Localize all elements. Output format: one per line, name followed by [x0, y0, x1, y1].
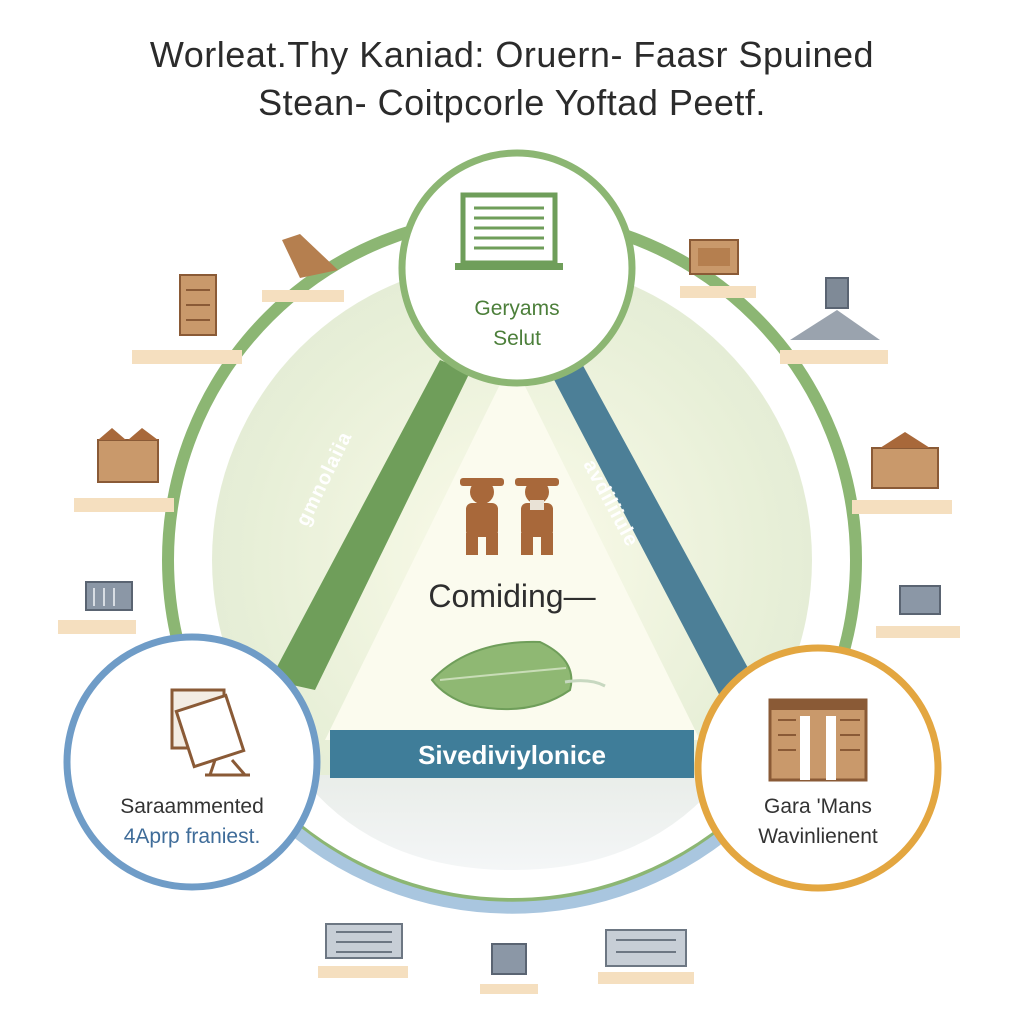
- title-line-2: Stean- Coitpcorle Yoftad Peetf.: [258, 82, 766, 123]
- document-stack-icon: [170, 688, 250, 777]
- leaf-icon: [430, 640, 606, 711]
- computer-screen-icon: [455, 192, 563, 270]
- node-top-label: Geryams Selut: [417, 294, 617, 354]
- bottom-bar: [330, 730, 694, 778]
- left-building-icon-2: [74, 428, 174, 512]
- node-right-line-2: Wavinlienent: [758, 825, 878, 848]
- left-machine-icon: [58, 581, 136, 634]
- bottom-server-icon-1: [318, 923, 408, 978]
- title-line-1: Worleat.Thy Kaniad: Oruern- Faasr Spuine…: [149, 34, 875, 75]
- node-left-label: Saraammented 4Aprp franiest.: [92, 792, 292, 852]
- node-right-label: Gara 'Mans Wavinlienent: [718, 792, 918, 852]
- right-edge-band: [550, 360, 760, 700]
- right-building-icon: [852, 432, 952, 514]
- people-icon: [460, 478, 559, 555]
- node-left-line-2: 4Aprp franiest.: [123, 825, 261, 848]
- node-left: [63, 633, 321, 891]
- right-machine-icon: [876, 585, 960, 638]
- right-tower-icon: [780, 277, 888, 364]
- node-left-line-1: Saraammented: [120, 795, 264, 818]
- bottom-server-icon-2: [480, 943, 538, 994]
- left-edge-band: [270, 360, 470, 690]
- left-building-icon-1: [132, 274, 242, 364]
- building-gate-icon: [768, 698, 868, 782]
- bottom-bar-label: Sivediviylonice: [418, 740, 606, 770]
- node-top-line-1: Geryams: [474, 297, 560, 320]
- node-right: [694, 644, 942, 892]
- center-triangle: [325, 360, 700, 740]
- node-top-line-2: Selut: [493, 327, 541, 350]
- bottom-server-icon-3: [598, 929, 694, 984]
- inner-bottom-area: [300, 775, 724, 870]
- right-crate-icon: [680, 239, 756, 298]
- center-label: Comiding—: [428, 578, 596, 614]
- node-right-line-1: Gara 'Mans: [764, 795, 872, 818]
- node-top: [398, 149, 636, 387]
- left-ramp-icon: [262, 234, 344, 302]
